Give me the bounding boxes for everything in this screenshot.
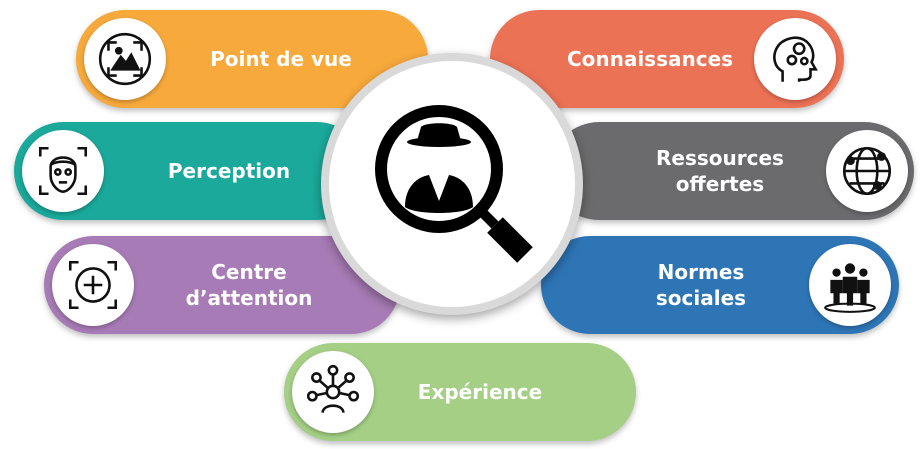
- magnifier-detective-icon: [375, 105, 533, 263]
- pill-point-de-vue: Point de vue: [76, 10, 428, 108]
- pill-experience: Expérience: [284, 343, 636, 441]
- label-perception: Perception: [167, 159, 291, 183]
- group-people-icon: [809, 244, 891, 326]
- globe-network-icon: [826, 130, 908, 212]
- focus-target-icon: [52, 244, 134, 326]
- person-network-icon: [292, 351, 374, 433]
- face-scan-icon: [22, 130, 104, 212]
- pill-ressources-offertes: Ressources offertes: [550, 122, 914, 220]
- label-point-de-vue: Point de vue: [210, 47, 352, 71]
- head-gears-icon: [754, 18, 836, 100]
- pill-connaissances: Connaissances: [490, 10, 844, 108]
- label-normes-sociales: Normes sociales: [655, 260, 747, 310]
- pill-normes-sociales: Normes sociales: [541, 236, 899, 334]
- label-connaissances: Connaissances: [566, 47, 734, 71]
- image-frame-icon: [84, 18, 166, 100]
- label-experience: Expérience: [417, 380, 543, 404]
- pill-centre-attention: Centre d’attention: [44, 236, 400, 334]
- pill-perception: Perception: [14, 122, 366, 220]
- center-circle: [321, 53, 583, 315]
- label-ressources-offertes: Ressources offertes: [656, 146, 784, 196]
- label-centre-attention: Centre d’attention: [185, 260, 313, 310]
